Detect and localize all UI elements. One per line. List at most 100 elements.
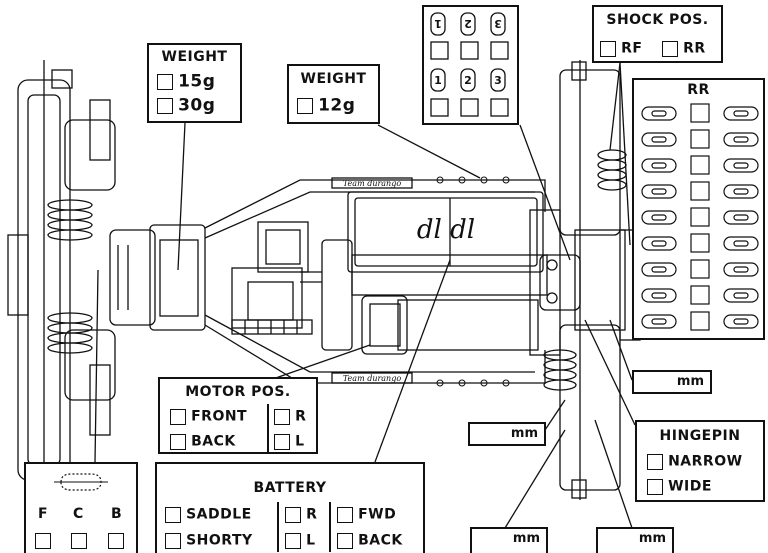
weight-middle-box: WEIGHT 12g bbox=[287, 64, 380, 124]
battery-box: BATTERY SADDLE SHORTY R L FWD BACK bbox=[155, 462, 425, 553]
rr-left-hole-7 bbox=[641, 262, 677, 277]
rr-left-hole-1 bbox=[641, 106, 677, 121]
fcb-b-label: B bbox=[111, 506, 123, 522]
rr-checkbox-1[interactable] bbox=[690, 103, 710, 123]
rr-right-hole-5 bbox=[723, 210, 759, 225]
battery-saddle-checkbox[interactable] bbox=[165, 506, 181, 523]
motor-pos-box: MOTOR POS. FRONT BACK R L bbox=[158, 377, 318, 454]
pivot-bottom-3: 3 bbox=[494, 74, 502, 87]
weight-front-title: WEIGHT bbox=[161, 49, 228, 65]
fcb-b-checkbox[interactable] bbox=[108, 532, 124, 549]
mm-field-bottom-left[interactable]: mm bbox=[470, 527, 548, 553]
rr-right-hole-6 bbox=[723, 236, 759, 251]
fcb-f-label: F bbox=[38, 506, 49, 522]
rr-checkbox-3[interactable] bbox=[690, 155, 710, 175]
motor-back-label: BACK bbox=[191, 433, 236, 450]
battery-logo: dl dl bbox=[417, 215, 475, 245]
rr-checkbox-4[interactable] bbox=[690, 181, 710, 201]
shock-rf-checkbox[interactable] bbox=[600, 40, 616, 57]
motor-pos-title: MOTOR POS. bbox=[185, 384, 291, 400]
shock-pos-title: SHOCK POS. bbox=[606, 12, 709, 28]
motor-back-checkbox[interactable] bbox=[170, 433, 186, 450]
weight-12g-checkbox[interactable] bbox=[297, 97, 313, 114]
rr-right-hole-3 bbox=[723, 158, 759, 173]
weight-15g-checkbox[interactable] bbox=[157, 73, 173, 90]
rr-checkbox-9[interactable] bbox=[690, 311, 710, 331]
battery-l-checkbox[interactable] bbox=[285, 532, 301, 549]
pivot-block-box: 1 2 3 1 2 3 bbox=[422, 5, 519, 125]
rr-left-hole-4 bbox=[641, 184, 677, 199]
pivot-block-graphic: 1 2 3 1 2 3 bbox=[430, 12, 509, 117]
rr-table-grid bbox=[641, 103, 759, 331]
rr-left-hole-2 bbox=[641, 132, 677, 147]
rr-left-hole-5 bbox=[641, 210, 677, 225]
rr-left-hole-9 bbox=[641, 314, 677, 329]
battery-back-label: BACK bbox=[358, 532, 403, 549]
rr-checkbox-8[interactable] bbox=[690, 285, 710, 305]
fcb-c-checkbox[interactable] bbox=[71, 532, 87, 549]
rr-checkbox-5[interactable] bbox=[690, 207, 710, 227]
shock-rf-label: RF bbox=[621, 40, 643, 57]
chassis-logo-bottom: Team durango bbox=[343, 374, 401, 383]
motor-l-label: L bbox=[295, 433, 305, 450]
fcb-box: F C B bbox=[24, 462, 138, 553]
weight-15g-label: 15g bbox=[178, 71, 216, 92]
battery-l-label: L bbox=[306, 532, 316, 549]
mm-field-middle[interactable]: mm bbox=[468, 422, 546, 446]
rr-right-hole-8 bbox=[723, 288, 759, 303]
fcb-c-label: C bbox=[73, 506, 84, 522]
hingepin-wide-label: WIDE bbox=[668, 478, 712, 495]
battery-shorty-label: SHORTY bbox=[186, 532, 253, 549]
motor-front-checkbox[interactable] bbox=[170, 408, 186, 425]
pivot-top-2: 2 bbox=[464, 17, 472, 30]
battery-fwd-checkbox[interactable] bbox=[337, 506, 353, 523]
fcb-hole-graphic bbox=[54, 473, 108, 491]
hingepin-narrow-checkbox[interactable] bbox=[647, 453, 663, 470]
pivot-top-3: 3 bbox=[494, 17, 502, 30]
weight-30g-checkbox[interactable] bbox=[157, 97, 173, 114]
rr-right-hole-7 bbox=[723, 262, 759, 277]
motor-r-label: R bbox=[295, 408, 307, 425]
weight-12g-label: 12g bbox=[318, 95, 356, 116]
rr-right-hole-9 bbox=[723, 314, 759, 329]
battery-fwd-label: FWD bbox=[358, 506, 397, 523]
hingepin-narrow-label: NARROW bbox=[668, 453, 743, 470]
rr-checkbox-7[interactable] bbox=[690, 259, 710, 279]
rr-left-hole-3 bbox=[641, 158, 677, 173]
shock-rr-label: RR bbox=[683, 40, 706, 57]
battery-r-checkbox[interactable] bbox=[285, 506, 301, 523]
chassis-logo-top: Team durango bbox=[343, 179, 401, 188]
pivot-bottom-2: 2 bbox=[464, 74, 472, 87]
weight-middle-title: WEIGHT bbox=[300, 71, 367, 87]
battery-shorty-checkbox[interactable] bbox=[165, 532, 181, 549]
rr-left-hole-6 bbox=[641, 236, 677, 251]
battery-title: BATTERY bbox=[253, 480, 327, 496]
motor-r-checkbox[interactable] bbox=[274, 408, 290, 425]
weight-30g-label: 30g bbox=[178, 95, 216, 116]
rr-right-hole-4 bbox=[723, 184, 759, 199]
hingepin-title: HINGEPIN bbox=[659, 428, 741, 444]
motor-l-checkbox[interactable] bbox=[274, 433, 290, 450]
rr-checkbox-6[interactable] bbox=[690, 233, 710, 253]
rr-right-hole-2 bbox=[723, 132, 759, 147]
rr-checkbox-2[interactable] bbox=[690, 129, 710, 149]
mm-field-right[interactable]: mm bbox=[632, 370, 712, 394]
pivot-bottom-1: 1 bbox=[434, 74, 442, 87]
battery-r-label: R bbox=[306, 506, 318, 523]
battery-back-checkbox[interactable] bbox=[337, 532, 353, 549]
hingepin-wide-checkbox[interactable] bbox=[647, 478, 663, 495]
rr-left-hole-8 bbox=[641, 288, 677, 303]
fcb-f-checkbox[interactable] bbox=[35, 532, 51, 549]
rr-table-title: RR bbox=[687, 82, 710, 98]
shock-rr-checkbox[interactable] bbox=[662, 40, 678, 57]
rr-table-box: RR bbox=[632, 78, 765, 340]
battery-saddle-label: SADDLE bbox=[186, 506, 252, 523]
motor-front-label: FRONT bbox=[191, 408, 248, 425]
weight-front-box: WEIGHT 15g 30g bbox=[147, 43, 242, 123]
mm-field-bottom-right[interactable]: mm bbox=[596, 527, 674, 553]
hingepin-box: HINGEPIN NARROW WIDE bbox=[635, 420, 765, 502]
pivot-top-1: 1 bbox=[434, 17, 442, 30]
shock-pos-box: SHOCK POS. RF RR bbox=[592, 5, 723, 63]
rr-right-hole-1 bbox=[723, 106, 759, 121]
